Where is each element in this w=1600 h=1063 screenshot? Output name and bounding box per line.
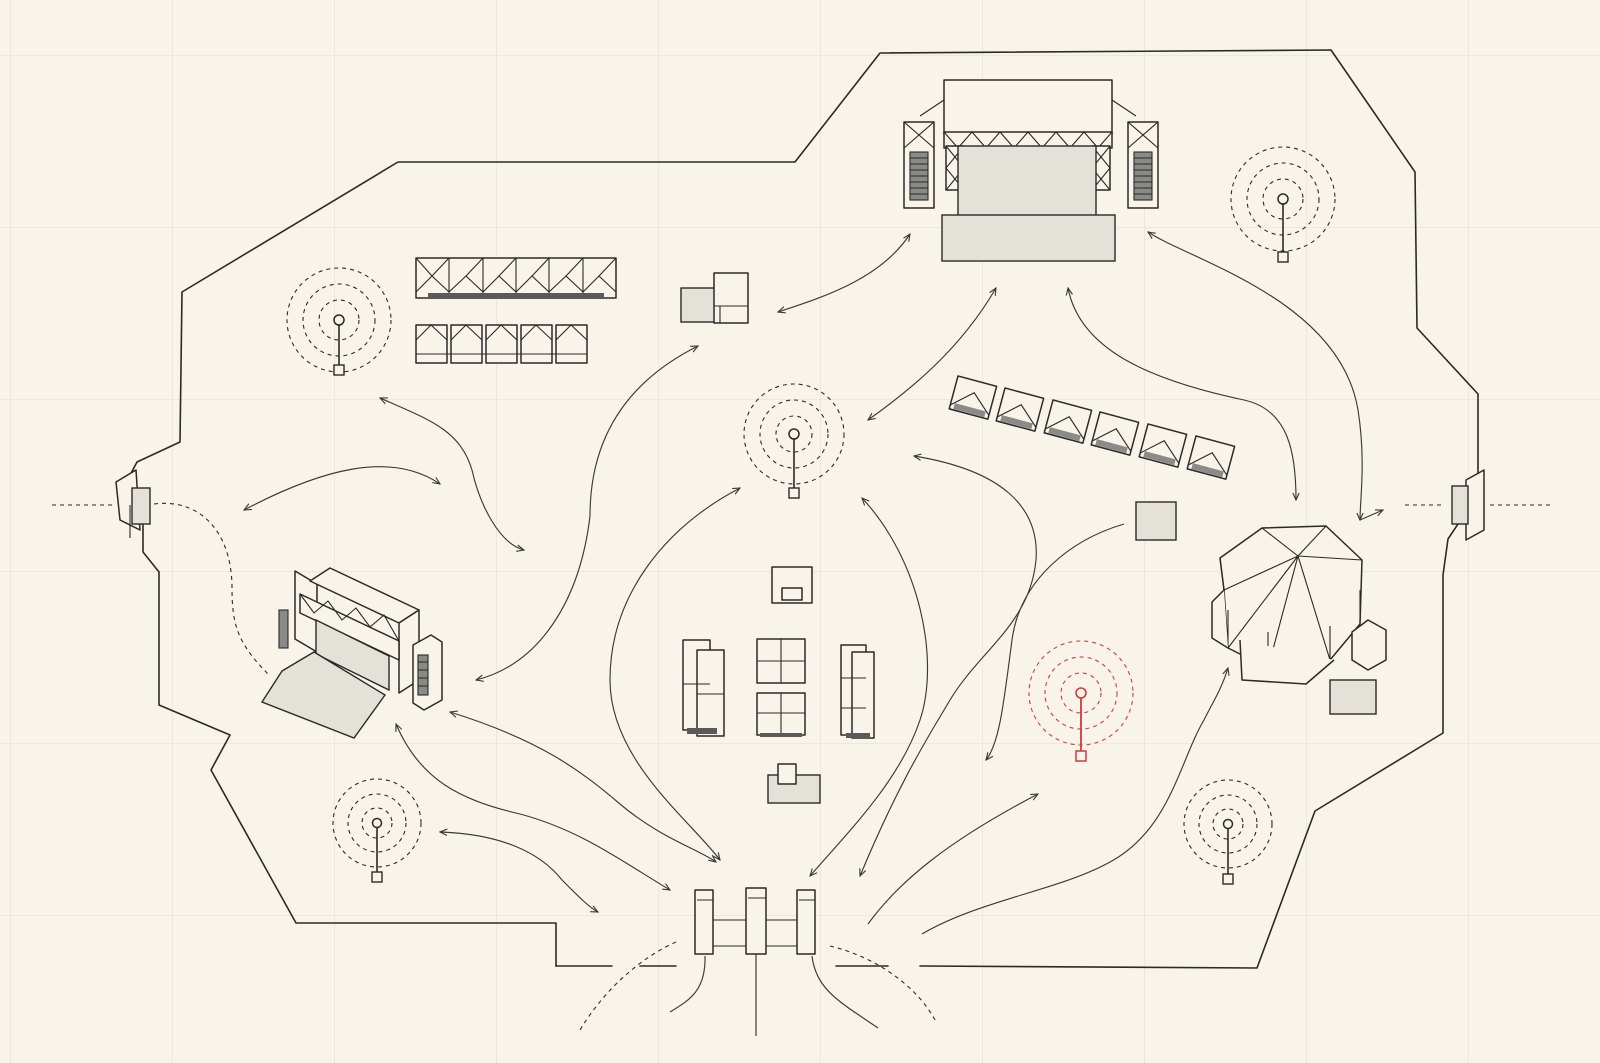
west-gate	[52, 469, 151, 538]
radio-antenna-icon	[743, 383, 845, 499]
site-perimeter-fence	[119, 49, 1479, 969]
east-gate	[1405, 469, 1550, 541]
crowd-flow-arrows	[244, 232, 1383, 935]
storage-box-east	[1135, 501, 1177, 541]
west-stage	[260, 567, 443, 739]
radio-antenna-icon	[286, 267, 392, 376]
big-tent	[1211, 525, 1387, 715]
booth-row-second	[415, 324, 588, 364]
main-stage	[903, 79, 1159, 262]
radio-antenna-icon	[1230, 146, 1336, 263]
south-entrance	[579, 887, 937, 1036]
radio-antenna-icon-highlighted	[1028, 640, 1134, 762]
booth-row-top	[415, 257, 617, 299]
service-unit-north	[680, 272, 749, 324]
radio-antenna-icon	[332, 778, 422, 883]
radio-antenna-icon	[1183, 779, 1273, 885]
west-service-path	[153, 502, 271, 677]
